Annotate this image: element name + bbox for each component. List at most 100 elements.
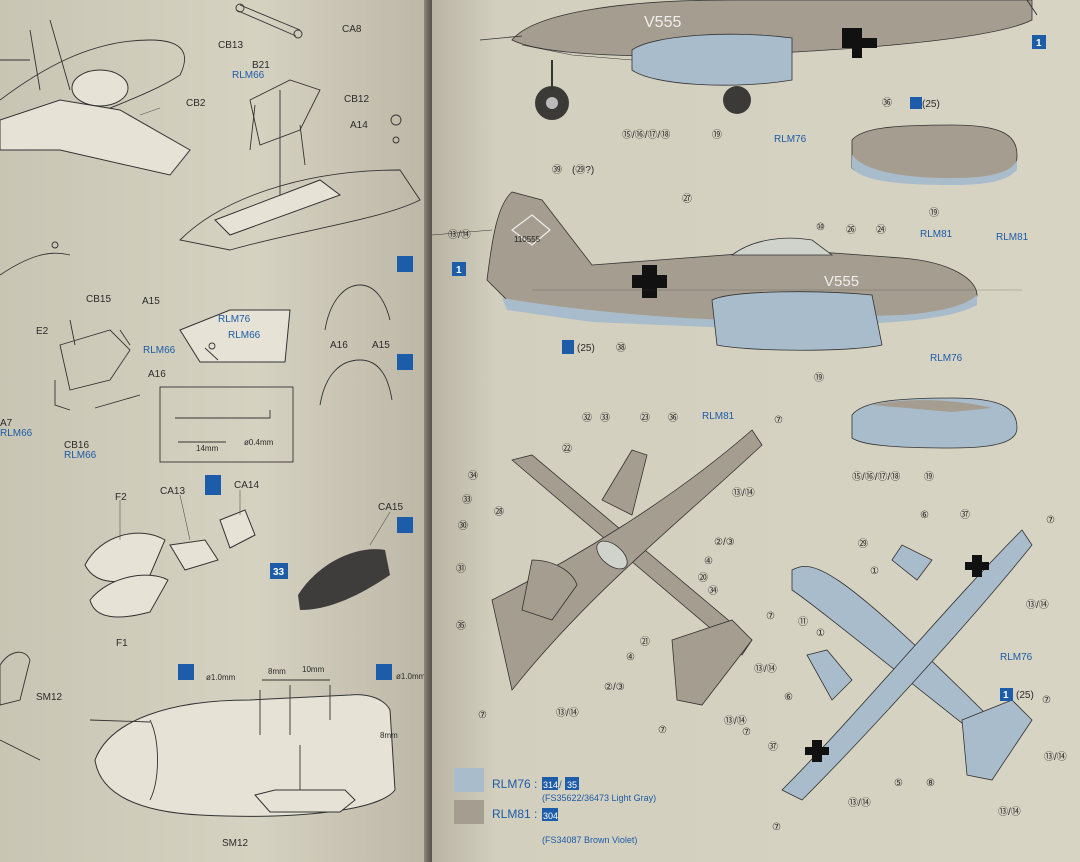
callout: ⑬/⑭ — [732, 487, 755, 499]
instruction-icon — [178, 664, 194, 680]
callout: ㉗ — [682, 193, 692, 205]
callout: ②/③ — [604, 682, 625, 693]
callout: ㉜ — [582, 412, 592, 424]
callout: ㉓ — [640, 412, 650, 424]
color-label-rlm76: RLM76 — [218, 314, 251, 325]
left-instruction-page: CA8 CB13 CB2 B21 RLM66 CB12 A14 CB15 A15… — [0, 0, 428, 862]
dimension-label: 8mm — [380, 731, 398, 740]
callout: ⑬/⑭ — [998, 806, 1021, 818]
part-label-f2: F2 — [115, 492, 127, 503]
part-label-a16: A16 — [330, 340, 348, 351]
left-page-drawing: CA8 CB13 CB2 B21 RLM66 CB12 A14 CB15 A15… — [0, 3, 426, 849]
callout: ⑥ — [920, 510, 929, 521]
color-label-rlm66: RLM66 — [64, 450, 97, 461]
part-label-b21: B21 — [252, 60, 270, 71]
fuselage-drilling-drawing — [0, 651, 396, 817]
cockpit-assembly-drawing — [0, 3, 303, 176]
decal-number-badge — [910, 97, 922, 109]
callout: ⑬/⑭ — [1044, 751, 1067, 763]
aircraft-code: V555 — [824, 273, 859, 290]
legend-rlm76-name: RLM76 : — [492, 777, 537, 791]
color-legend — [454, 768, 579, 824]
color-label-rlm66: RLM66 — [0, 428, 33, 439]
callout: ⑦ — [478, 710, 487, 721]
part-label-a14: A14 — [350, 120, 368, 131]
part-label-ca13: CA13 — [160, 486, 185, 497]
callout: ㊲ — [768, 741, 778, 753]
callout: ㉝ — [462, 494, 472, 506]
dimension-label: 14mm — [196, 444, 219, 453]
callout: ㊱ — [882, 97, 892, 109]
color-label-rlm66: RLM66 — [232, 70, 265, 81]
callout: ⑦ — [766, 611, 775, 622]
callout: ⑬/⑭ — [754, 663, 777, 675]
legend-rlm81-description: (FS34087 Brown Violet) — [542, 835, 637, 845]
callout: ㊲ — [960, 509, 970, 521]
callout: ⑬/⑭ — [848, 797, 871, 809]
drop-tank-drawing — [84, 475, 413, 618]
callout: (㉙?) — [572, 164, 594, 176]
part-label-e2: E2 — [36, 326, 49, 337]
callout: ⑦ — [772, 822, 781, 833]
part-label-cb15: CB15 — [86, 294, 111, 305]
right-page-drawing: V555 1 ㊱ (25) ⑮/⑯/⑰/⑱ ⑲ RLM76 ⑲ V555 110… — [432, 0, 1067, 845]
dimension-label: ø1.0mm — [206, 673, 236, 682]
aircraft-bottom-view — [781, 529, 1033, 801]
callout: ⑲ — [712, 129, 722, 141]
part-label-a15: A15 — [142, 296, 160, 307]
decal-number-badge — [1032, 35, 1046, 49]
rlm76-swatch — [454, 768, 484, 792]
color-label-rlm66: RLM66 — [143, 345, 176, 356]
callout: ㉑ — [640, 636, 650, 648]
callout: ㉟ — [456, 620, 466, 632]
callout: ㉒ — [562, 443, 572, 455]
callout: ⑧ — [926, 778, 935, 789]
dimension-label: 8mm — [268, 667, 286, 676]
callout: ⑦ — [1042, 695, 1051, 706]
callout: ㊴ — [552, 164, 562, 176]
callout: ⑪ — [798, 616, 808, 628]
callout: ① — [816, 628, 825, 639]
decal-number: 1 — [1036, 38, 1042, 49]
part-label-cb12: CB12 — [344, 94, 369, 105]
legend-separator: / — [559, 780, 562, 791]
part-label-ca15: CA15 — [378, 502, 403, 513]
color-label-rlm66: RLM66 — [228, 330, 261, 341]
callout: ⑬/⑭ — [448, 229, 471, 241]
instruction-icon — [205, 475, 221, 495]
callout: ⑮/⑯/⑰/⑱ — [622, 129, 670, 141]
part-label-cb2: CB2 — [186, 98, 206, 109]
instruction-icon — [376, 664, 392, 680]
callout: ㉔ — [876, 224, 886, 236]
callout: ⑬/⑭ — [556, 707, 579, 719]
callout: ⑦ — [774, 415, 783, 426]
callout: ⑬/⑭ — [724, 715, 747, 727]
color-label-rlm76: RLM76 — [930, 353, 963, 364]
callout: (25) — [922, 99, 940, 110]
callout: ㉙ — [858, 538, 868, 550]
callout: ㉝ — [600, 412, 610, 424]
part-label-f1: F1 — [116, 638, 128, 649]
legend-rlm76-description: (FS35622/36473 Light Gray) — [542, 793, 656, 803]
callout: ⑬/⑭ — [1026, 599, 1049, 611]
color-label-rlm81: RLM81 — [996, 232, 1029, 243]
legend-rlm81-code: 304 — [543, 811, 558, 821]
callout: ⑲ — [924, 471, 934, 483]
dimension-label: ø1.0mm — [396, 672, 426, 681]
callout: ㉚ — [458, 520, 468, 532]
legend-rlm76-code: 314 — [543, 780, 558, 790]
callout: ⑩ — [816, 222, 825, 233]
color-label-rlm81: RLM81 — [920, 229, 953, 240]
callout: ㉘ — [494, 506, 504, 518]
decal-number-badge — [452, 262, 466, 276]
part-label-a15: A15 — [372, 340, 390, 351]
gunsight-assembly-drawing — [54, 256, 413, 463]
callout: ④ — [626, 652, 635, 663]
part-label-ca14: CA14 — [234, 480, 259, 491]
engine-pod-detail — [851, 397, 1018, 449]
callout: ㉛ — [456, 563, 466, 575]
aircraft-side-view-profile — [432, 191, 1022, 351]
aircraft-side-view-top — [479, 0, 1038, 120]
callout: ㊳ — [616, 342, 626, 354]
aircraft-code: V555 — [644, 14, 681, 31]
